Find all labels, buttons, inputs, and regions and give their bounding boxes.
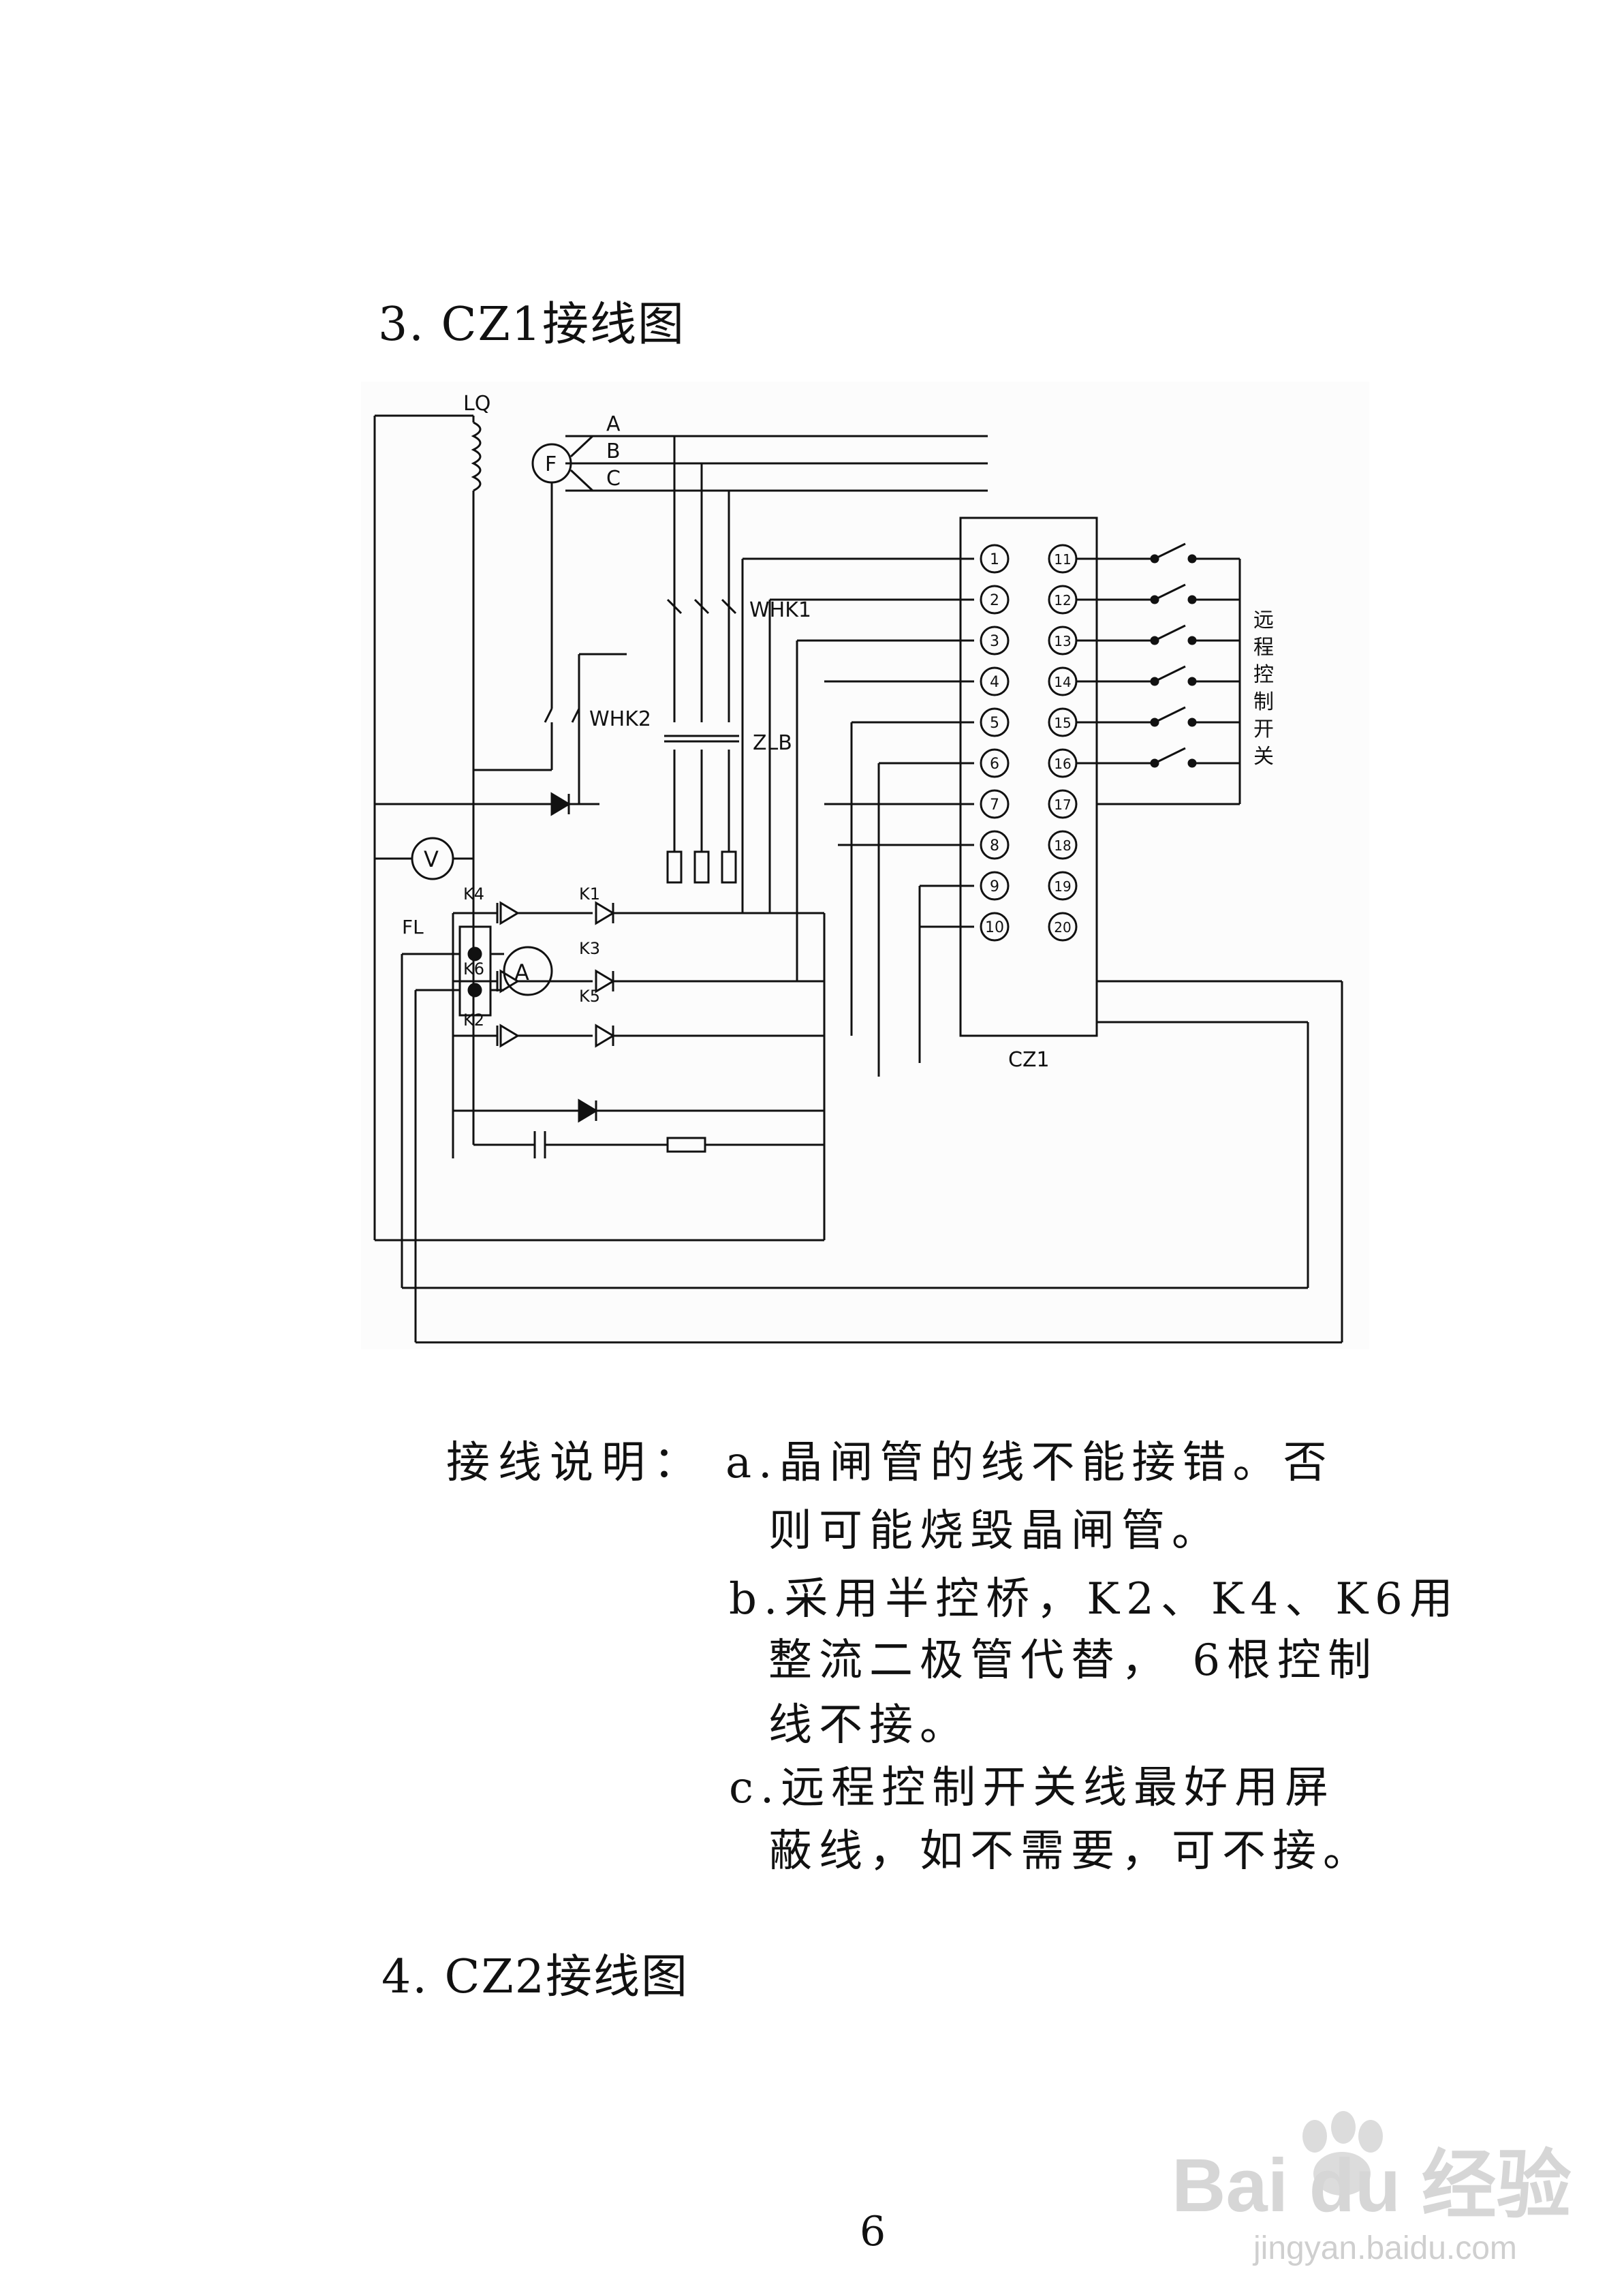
remote-switch [1076, 583, 1240, 604]
baidu-jingyan-watermark: Bai du 经验 jingyan.baidu.com [1158, 2099, 1580, 2269]
phase-c-label: C [606, 467, 621, 491]
terminal-left-3 [980, 626, 1010, 656]
remote-switch-char-1: 远 [1253, 609, 1274, 632]
terminal-right-label: 15 [1054, 715, 1071, 731]
terminal-left-label: 7 [990, 797, 999, 814]
remote-switch-char-5: 开 [1253, 718, 1274, 741]
terminal-right-label: 19 [1054, 878, 1071, 895]
terminal-left-6 [980, 748, 1010, 778]
terminal-left-9 [980, 871, 1010, 901]
note-b-line-2: 整流二极管代替， 6根控制 [768, 1635, 1379, 1686]
remote-switch-char-2: 程 [1253, 636, 1274, 660]
connector-label: CZ1 [1008, 1048, 1050, 1072]
terminal-right-label: 20 [1054, 919, 1071, 936]
terminal-left-label: 3 [990, 633, 999, 650]
k4-label: K4 [463, 884, 484, 904]
remote-switch [1076, 624, 1240, 645]
remote-switch-char-6: 关 [1253, 745, 1274, 769]
k3-label: K3 [579, 939, 600, 958]
terminal-left-2 [980, 585, 1010, 615]
whk1-label: WHK1 [749, 598, 811, 622]
remote-switch [1076, 747, 1240, 768]
terminal-left-4 [980, 666, 1010, 696]
terminal-left-label: 5 [990, 715, 999, 732]
watermark-brand: Bai du 经验 [1172, 2144, 1572, 2228]
note-b-line-3: 线不接。 [768, 1700, 970, 1751]
phase-a-label: A [606, 412, 621, 436]
note-a-line-1: a.晶闸管的线不能接错。否 [725, 1438, 1334, 1488]
terminal-right-label: 16 [1054, 756, 1071, 772]
section-3-heading: 3. CZ1接线图 [378, 298, 686, 352]
terminal-right-label: 14 [1054, 674, 1071, 690]
terminal-left-label: 8 [990, 837, 999, 854]
k2-label: K2 [463, 1011, 484, 1030]
zlb-label: ZLB [753, 731, 792, 755]
note-a-line-2: 则可能烧毁晶闸管。 [768, 1506, 1222, 1556]
page-number: 6 [860, 2208, 886, 2255]
terminal-right-18 [1048, 830, 1078, 860]
phase-b-label: B [606, 440, 621, 463]
cz1-wiring-diagram: A B C F LQ WHK1 [361, 382, 1369, 1349]
paw-logo-icon [1302, 2111, 1383, 2196]
k1-label: K1 [579, 884, 600, 904]
terminal-right-20 [1048, 912, 1078, 942]
terminal-right-label: 17 [1054, 797, 1071, 813]
terminal-left-label: 4 [990, 674, 999, 691]
remote-switch-char-4: 制 [1253, 690, 1274, 714]
terminal-left-label: 10 [985, 919, 1004, 936]
wiring-diagram-svg: A B C F LQ WHK1 [361, 382, 1369, 1349]
ammeter-label: A [514, 959, 529, 985]
fl-label: FL [402, 916, 424, 938]
terminal-right-17 [1048, 789, 1078, 819]
terminal-left-label: 2 [990, 592, 999, 609]
k6-label: K6 [463, 959, 484, 979]
terminal-right-label: 11 [1054, 551, 1071, 568]
terminal-left-1 [980, 544, 1010, 574]
remote-switch [1076, 706, 1240, 727]
whk2-label: WHK2 [589, 707, 651, 731]
remote-switch-char-3: 控 [1253, 663, 1274, 687]
terminal-left-label: 1 [990, 551, 999, 568]
terminal-right-19 [1048, 871, 1078, 901]
note-c-line-2: 蔽线，如不需要，可不接。 [768, 1826, 1373, 1877]
watermark-url: jingyan.baidu.com [1252, 2230, 1517, 2266]
lq-label: LQ [463, 392, 490, 416]
section-4-heading: 4. CZ2接线图 [381, 1950, 689, 2004]
remote-switch [1076, 542, 1240, 564]
terminal-left-label: 9 [990, 878, 999, 895]
terminal-right-label: 13 [1054, 633, 1071, 649]
terminal-left-10 [980, 912, 1010, 942]
terminal-left-8 [980, 830, 1010, 860]
remote-switch [1076, 665, 1240, 686]
terminal-left-5 [980, 707, 1010, 737]
terminal-left-7 [980, 789, 1010, 819]
notes-label: 接线说明： [446, 1438, 705, 1488]
generator-label: F [545, 452, 557, 476]
terminal-left-label: 6 [990, 756, 999, 773]
note-b-line-1: b.采用半控桥，K2、K4、K6用 [729, 1574, 1460, 1624]
terminal-right-label: 18 [1054, 837, 1071, 854]
note-c-line-1: c.远程控制开关线最好用屏 [729, 1763, 1336, 1813]
voltmeter-label: V [424, 846, 439, 872]
terminal-right-label: 12 [1054, 592, 1071, 609]
